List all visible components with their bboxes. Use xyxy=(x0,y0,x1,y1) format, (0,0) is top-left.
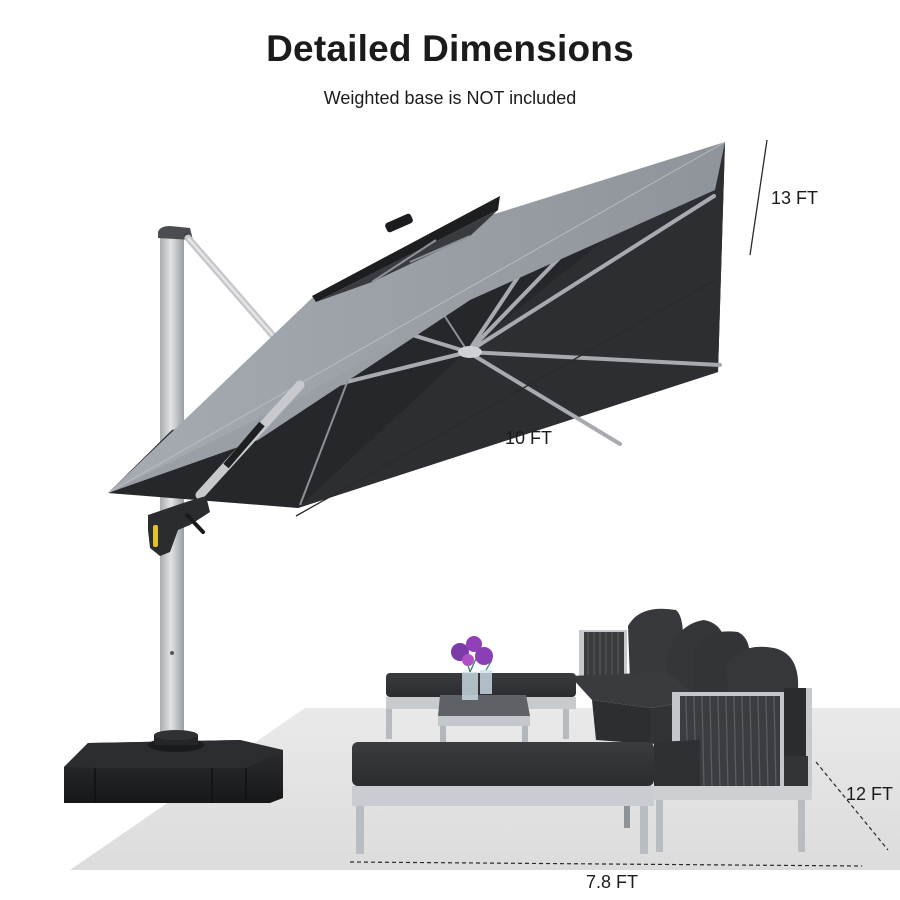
front-bench xyxy=(352,740,700,854)
depth-dimension-label: 12 FT xyxy=(846,784,894,804)
canopy-top xyxy=(107,141,726,494)
canopy-dimension-line xyxy=(295,279,716,517)
coffee-table xyxy=(438,695,530,742)
height-dimension-line xyxy=(749,139,768,256)
handle-accent xyxy=(153,525,158,547)
support-strut xyxy=(184,234,279,342)
tilt-crank-arm xyxy=(195,380,305,500)
width-dimension-line xyxy=(349,861,863,867)
canopy-dimension-label: 10 FT xyxy=(505,428,553,448)
rotation-handle xyxy=(148,496,210,556)
width-dimension-label: 7.8 FT xyxy=(586,872,639,892)
weighted-base xyxy=(64,730,283,803)
page-subtitle: Weighted base is NOT included xyxy=(323,88,577,108)
page-title: Detailed Dimensions xyxy=(266,28,634,69)
canopy-vent xyxy=(312,196,500,302)
solar-light-icon xyxy=(385,213,413,233)
dimension-lines xyxy=(295,139,889,867)
flower-vase xyxy=(451,636,493,700)
height-dimension-label: 13 FT xyxy=(771,188,819,208)
depth-dimension-line xyxy=(815,761,889,851)
sofa-sectional xyxy=(570,608,812,852)
